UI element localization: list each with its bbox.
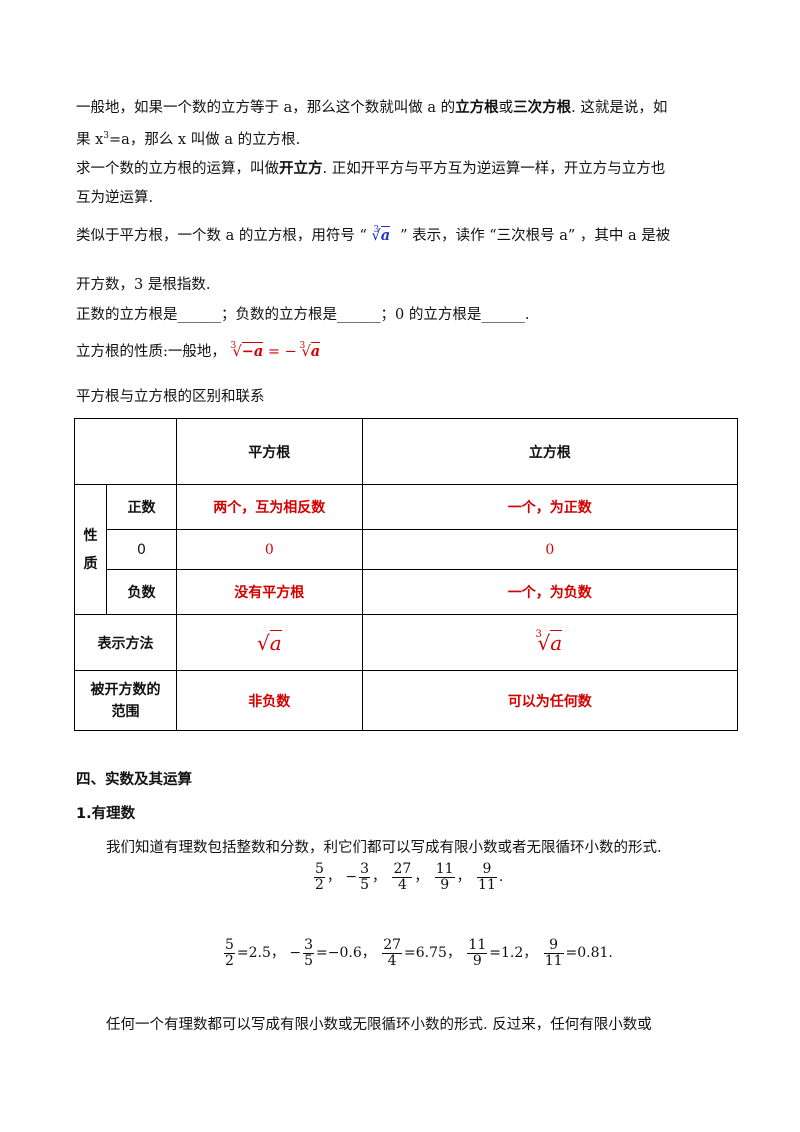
row-label: 负数 (105, 569, 177, 615)
square-root-cell: 0 (175, 529, 363, 570)
intro-line-1: 一般地，如果一个数的立方等于 a，那么这个数就叫做 a 的立方根或三次方根. 这… (76, 98, 667, 118)
intro-line-5: 类似于平方根，一个数 a 的立方根，用符号 “ 3 √a ” 表示，读作 “三次… (76, 225, 671, 246)
intro-text: 立方根的性质:一般地， (76, 344, 226, 360)
section-heading: 四、实数及其运算 (76, 772, 192, 788)
table-header-row: 平方根 立方根 (74, 418, 739, 485)
intro-text: . 正如开平方与平方互为逆运算一样，开立方与立方也 (322, 161, 666, 177)
subsection-heading: 1.有理数 (76, 806, 136, 822)
intro-text: 求一个数的立方根的运算，叫做 (76, 161, 279, 177)
intro-line-4: 互为逆运算. (76, 190, 154, 206)
header-square-root: 平方根 (175, 418, 363, 485)
nature-label: 性质 (74, 484, 107, 615)
radicand: a (380, 226, 391, 244)
cube-root-notation: 3√a (361, 614, 739, 671)
table-row: 性质 正数 两个，互为相反数 一个，为正数 (74, 484, 739, 615)
intro-line-2: 果 x3=a，那么 x 叫做 a 的立方根. (76, 126, 300, 150)
intro-text: 类似于平方根，一个数 a 的立方根，用符号 “ (76, 228, 367, 244)
radicand: a (310, 342, 321, 360)
table-caption: 平方根与立方根的区别和联系 (76, 389, 265, 405)
term-third-root: 三次方根 (513, 99, 572, 116)
row-label: 正数 (105, 484, 177, 530)
table-row: 负数 没有平方根 一个，为负数 (75, 569, 739, 615)
cube-root-property-formula: 3 √−a = − 3√a (231, 341, 321, 362)
square-root-cell: 没有平方根 (175, 569, 363, 615)
cube-root-cell: 可以为任何数 (361, 670, 739, 731)
cube-root-cell: 0 (361, 529, 739, 570)
root-index: 3 (373, 225, 380, 235)
radicand: a (269, 629, 282, 655)
root-index: 3 (299, 341, 306, 351)
term-cube-root: 立方根 (455, 99, 499, 116)
header-cube-root: 立方根 (361, 418, 739, 485)
intro-line-6: 开方数，3 是根指数. (76, 277, 211, 293)
intro-text: 或 (498, 100, 514, 116)
intro-text: =a，那么 x 叫做 a 的立方根. (109, 131, 301, 148)
table-row: 表示方法 √a 3√a (74, 614, 739, 671)
table-corner-cell (74, 418, 177, 485)
row-label: 表示方法 (74, 614, 177, 671)
paragraph-rational: 我们知道有理数包括整数和分数，利它们都可以写成有限小数或者无限循环小数的形式. (106, 840, 662, 856)
square-root-cell: 非负数 (175, 670, 363, 731)
term-extract-cube-root: 开立方 (279, 160, 323, 177)
root-index: 3 (535, 628, 542, 640)
square-root-cell: 两个，互为相反数 (175, 484, 363, 530)
fill-blank-line: 正数的立方根是______；负数的立方根是______；0 的立方根是_____… (76, 307, 530, 323)
equals-sign: = − (267, 344, 297, 360)
exponent: 3 (103, 131, 110, 141)
paragraph-rational-2: 任何一个有理数都可以写成有限小数或无限循环小数的形式. 反过来，任何有限小数或 (106, 1017, 652, 1033)
intro-line-3: 求一个数的立方根的运算，叫做开立方. 正如开平方与平方互为逆运算一样，开立方与立… (76, 159, 665, 179)
comparison-table: 平方根 立方根 性质 正数 两个，互为相反数 一个，为正数 0 0 0 负数 没… (74, 418, 739, 731)
radicand: a (550, 629, 563, 655)
intro-text: . 这就是说，如 (571, 100, 668, 116)
table-row: 被开方数的范围 非负数 可以为任何数 (74, 670, 739, 731)
intro-line-8: 立方根的性质:一般地， 3 √−a = − 3√a (76, 341, 321, 362)
cube-root-cell: 一个，为正数 (361, 484, 739, 530)
row-label: 0 (105, 529, 177, 570)
intro-text: ” 表示，读作 “三次根号 a” ，其中 a 是被 (400, 228, 671, 244)
cube-root-cell: 一个，为负数 (361, 569, 739, 615)
radicand: −a (241, 342, 264, 360)
row-label: 被开方数的范围 (74, 670, 177, 731)
intro-text: 一般地，如果一个数的立方等于 a，那么这个数就叫做 a 的 (76, 100, 456, 116)
root-index: 3 (230, 341, 237, 351)
square-root-notation: √a (175, 614, 363, 671)
intro-text: 果 x (76, 131, 104, 148)
cube-root-symbol: 3 √a (372, 225, 396, 246)
table-row: 0 0 0 (75, 529, 739, 570)
